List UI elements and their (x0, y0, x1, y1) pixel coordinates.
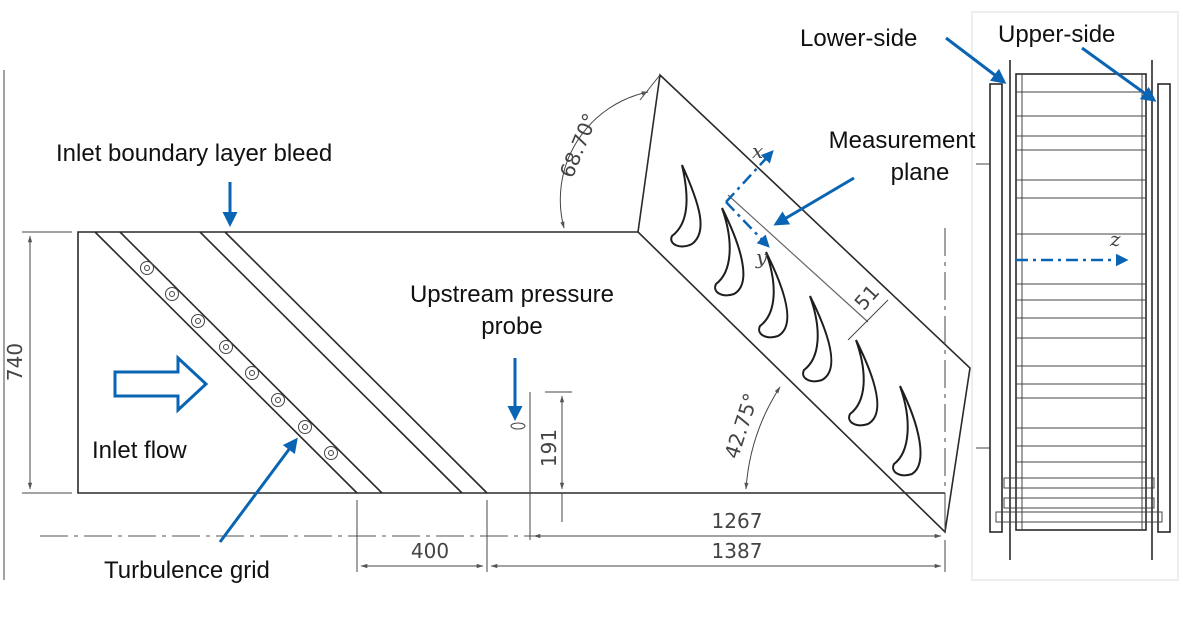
side-view: z (971, 11, 1179, 581)
measurement-label-line2: plane (891, 159, 950, 186)
dimension-740: 740 (3, 231, 72, 494)
dimension-400: 400 (356, 500, 488, 572)
measurement-plane-line (727, 194, 869, 323)
angle-top: 68.70° (555, 74, 661, 229)
inlet-flow-arrow-icon (113, 354, 209, 414)
dimension-1267: 1267 (533, 509, 942, 539)
angle-top-text: 68.70° (555, 110, 602, 181)
cascade-blades (670, 164, 922, 477)
bleed-label: Inlet boundary layer bleed (56, 140, 332, 167)
inlet-flow-label: Inlet flow (92, 437, 187, 464)
turbulence-grid-label: Turbulence grid (104, 557, 270, 584)
dim-1387-text: 1387 (712, 539, 763, 563)
dim-400-text: 400 (411, 539, 449, 563)
y-axis-label: y (755, 245, 768, 269)
x-axis-label: x (752, 139, 763, 163)
callout-arrows (218, 36, 1157, 543)
upstream-probe: 191 (510, 391, 572, 540)
dimension-1387: 1387 (490, 539, 946, 572)
angle-bottom-text: 42.75° (720, 390, 764, 461)
z-axis-label: z (1109, 227, 1121, 251)
lower-side-arrow-icon (945, 36, 1007, 84)
upper-side-label: Upper-side (998, 21, 1115, 48)
measurement-arrow-icon (773, 176, 855, 226)
dim-740-text: 740 (3, 343, 27, 381)
upper-side-arrow-icon (1081, 46, 1157, 102)
dim-191-text: 191 (537, 429, 561, 467)
side-view-ribs (1016, 91, 1146, 463)
probe-label-line1: Upstream pressure (410, 281, 614, 308)
inlet-section-outline (77, 231, 945, 494)
probe-label-line2: probe (481, 313, 542, 340)
lower-side-label: Lower-side (800, 25, 917, 52)
turbulence-grid-rods (140, 261, 338, 460)
dim-1267-text: 1267 (712, 509, 763, 533)
angle-bottom: 42.75° (720, 386, 781, 490)
grid-arrow-icon (218, 437, 298, 543)
xy-axes: x y (725, 139, 774, 269)
measurement-label-line1: Measurement (829, 127, 976, 154)
turbulence-grid-bars (94, 231, 488, 494)
